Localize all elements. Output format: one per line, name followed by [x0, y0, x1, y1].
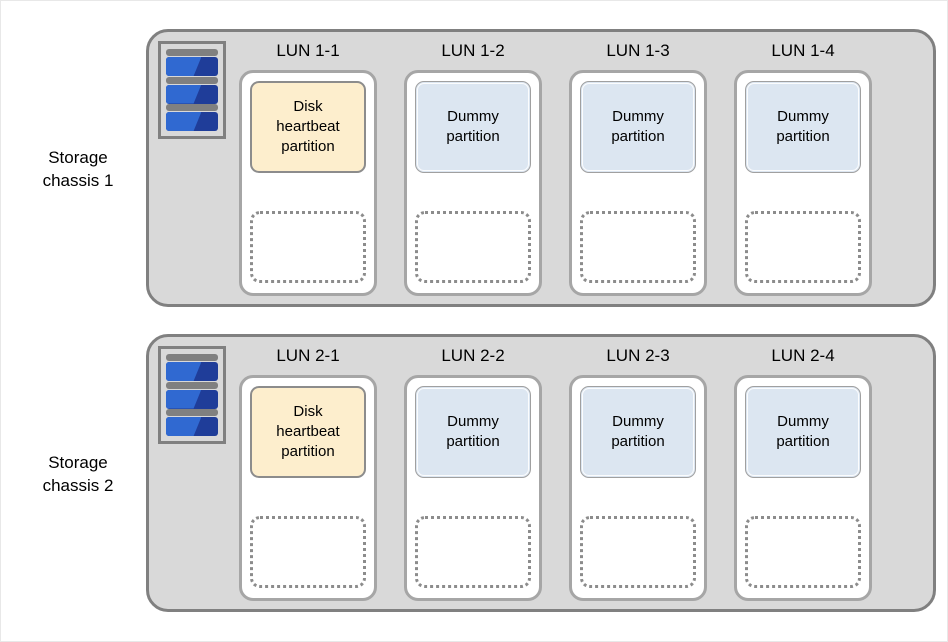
empty-partition-slot[interactable] — [745, 211, 861, 283]
lun-title: LUN 1-2 — [441, 41, 505, 60]
lun-box[interactable]: Dummy partition — [569, 375, 707, 601]
disk-heartbeat-partition[interactable]: Disk heartbeat partition — [250, 81, 366, 173]
drive-vent — [166, 104, 218, 111]
lun-column: LUN 2-4 Dummy partition — [734, 345, 872, 601]
drive-vent — [166, 381, 218, 389]
lun-title: LUN 2-4 — [771, 346, 835, 365]
lun-box[interactable]: Disk heartbeat partition — [239, 70, 377, 296]
storage-chassis-1: LUN 1-1 Disk heartbeat partition LUN 1-2… — [146, 29, 936, 307]
drive-vent — [166, 76, 218, 84]
drive-vent — [166, 354, 218, 361]
lun-column: LUN 2-3 Dummy partition — [569, 345, 707, 601]
dummy-partition[interactable]: Dummy partition — [415, 386, 531, 478]
drive-slot — [166, 76, 218, 104]
lun-title: LUN 1-1 — [276, 41, 340, 60]
empty-partition-slot[interactable] — [580, 516, 696, 588]
drive-vent — [166, 49, 218, 56]
lun-column: LUN 2-1 Disk heartbeat partition — [239, 345, 377, 601]
empty-partition-slot[interactable] — [415, 211, 531, 283]
lun-title: LUN 2-3 — [606, 346, 670, 365]
drive-slot — [166, 104, 218, 131]
empty-partition-slot[interactable] — [745, 516, 861, 588]
drive-body — [166, 57, 218, 76]
dummy-partition[interactable]: Dummy partition — [745, 81, 861, 173]
drive-slot — [166, 354, 218, 381]
lun-column: LUN 1-1 Disk heartbeat partition — [239, 40, 377, 296]
drive-slot — [166, 49, 218, 76]
storage-chassis-2: LUN 2-1 Disk heartbeat partition LUN 2-2… — [146, 334, 936, 612]
drive-body — [166, 112, 218, 131]
dummy-partition[interactable]: Dummy partition — [580, 81, 696, 173]
lun-box[interactable]: Dummy partition — [569, 70, 707, 296]
chassis-1-label: Storage chassis 1 — [42, 148, 114, 190]
lun-title: LUN 1-3 — [606, 41, 670, 60]
drive-slot — [166, 409, 218, 436]
lun-box[interactable]: Dummy partition — [734, 375, 872, 601]
lun-box[interactable]: Dummy partition — [734, 70, 872, 296]
disk-heartbeat-partition[interactable]: Disk heartbeat partition — [250, 386, 366, 478]
drive-vent — [166, 409, 218, 416]
dummy-partition[interactable]: Dummy partition — [580, 386, 696, 478]
lun-title: LUN 2-1 — [276, 346, 340, 365]
dummy-partition[interactable]: Dummy partition — [415, 81, 531, 173]
empty-partition-slot[interactable] — [415, 516, 531, 588]
dummy-partition[interactable]: Dummy partition — [745, 386, 861, 478]
drive-body — [166, 362, 218, 381]
empty-partition-slot[interactable] — [580, 211, 696, 283]
storage-array-icon — [158, 41, 226, 139]
storage-array-icon — [158, 346, 226, 444]
lun-title: LUN 2-2 — [441, 346, 505, 365]
drive-body — [166, 389, 218, 409]
lun-box[interactable]: Dummy partition — [404, 70, 542, 296]
lun-column: LUN 1-3 Dummy partition — [569, 40, 707, 296]
drive-body — [166, 417, 218, 436]
chassis-2-label: Storage chassis 2 — [42, 453, 114, 495]
lun-column: LUN 2-2 Dummy partition — [404, 345, 542, 601]
lun-column: LUN 1-2 Dummy partition — [404, 40, 542, 296]
drive-slot — [166, 381, 218, 409]
lun-box[interactable]: Dummy partition — [404, 375, 542, 601]
empty-partition-slot[interactable] — [250, 516, 366, 588]
lun-column: LUN 1-4 Dummy partition — [734, 40, 872, 296]
lun-title: LUN 1-4 — [771, 41, 835, 60]
lun-box[interactable]: Disk heartbeat partition — [239, 375, 377, 601]
empty-partition-slot[interactable] — [250, 211, 366, 283]
drive-body — [166, 84, 218, 104]
